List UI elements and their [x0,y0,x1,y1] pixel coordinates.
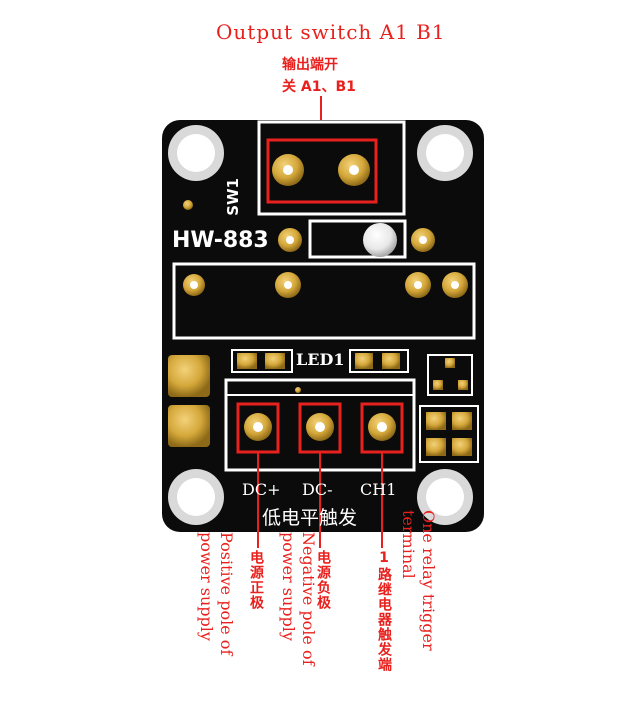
dc-plus-annotation-en: Positive pole of power supply [197,532,236,656]
dc-minus-annotation-cn: 电源负极 [315,550,331,610]
trigger-mode-label: 低电平触发 [262,507,358,529]
transistor-pad-3 [458,380,468,390]
mounting-hole-bottom-left [168,469,224,525]
mounting-hole-top-right [417,125,473,181]
smd-pad-right-4 [452,438,472,456]
pin-label-dc-minus: DC- [302,480,333,499]
switch-pad-a1 [272,154,304,186]
led-ref-label: LED1 [296,350,345,369]
led-outline-right [349,349,409,373]
led-pad-3 [355,353,373,369]
component-dome [363,223,397,257]
pad-right-top [411,228,435,252]
transistor-pad-2 [433,380,443,390]
via-pad [183,200,193,210]
smd-outline-right [419,405,479,463]
switch-pad-b1 [338,154,370,186]
component-outline [308,219,407,259]
ch1-annotation-en: One relay trigger terminal [399,510,438,651]
switch-silkscreen [257,120,406,216]
smd-pad-right-1 [426,412,446,430]
board-model-label: HW-883 [172,228,269,253]
relay-pad-center [275,272,301,298]
switch-highlight-box [266,138,378,204]
relay-pad-right-2 [442,272,468,298]
smd-pad-right-2 [452,412,472,430]
dc-minus-annotation-en: Negative pole of power supply [279,532,318,666]
led-pad-4 [382,353,400,369]
pin-pad-ch1 [368,413,396,441]
mounting-hole-bottom-right [417,469,473,525]
ch1-annotation-cn: 1路继电器触发端 [376,550,392,672]
relay-outline [172,262,476,340]
pin-label-dc-plus: DC+ [242,480,281,499]
dc-plus-annotation-cn: 电源正极 [248,550,264,610]
output-switch-label-en: Output switch A1 B1 [216,20,446,44]
smd-pad-right-3 [426,438,446,456]
led-outline-left [231,349,293,373]
smd-pad-left-top [168,355,210,397]
pin-pad-dc-minus [306,413,334,441]
relay-pad-left [183,274,205,296]
led-pad-2 [265,353,285,369]
transistor-pad-1 [445,358,455,368]
output-switch-label-cn-line1: 输出端开 [282,57,338,73]
pin-label-ch1: CH1 [360,480,397,499]
relay-pad-right-1 [405,272,431,298]
pad-near-model [278,228,302,252]
led-pad-1 [237,353,257,369]
mounting-hole-top-left [168,125,224,181]
switch-ref-label: SW1 [224,178,242,216]
smd-pad-left-bottom [168,405,210,447]
transistor-outline [427,354,473,396]
output-switch-label-cn-line2: 关 A1、B1 [282,79,356,95]
pin-pad-dc-plus [244,413,272,441]
